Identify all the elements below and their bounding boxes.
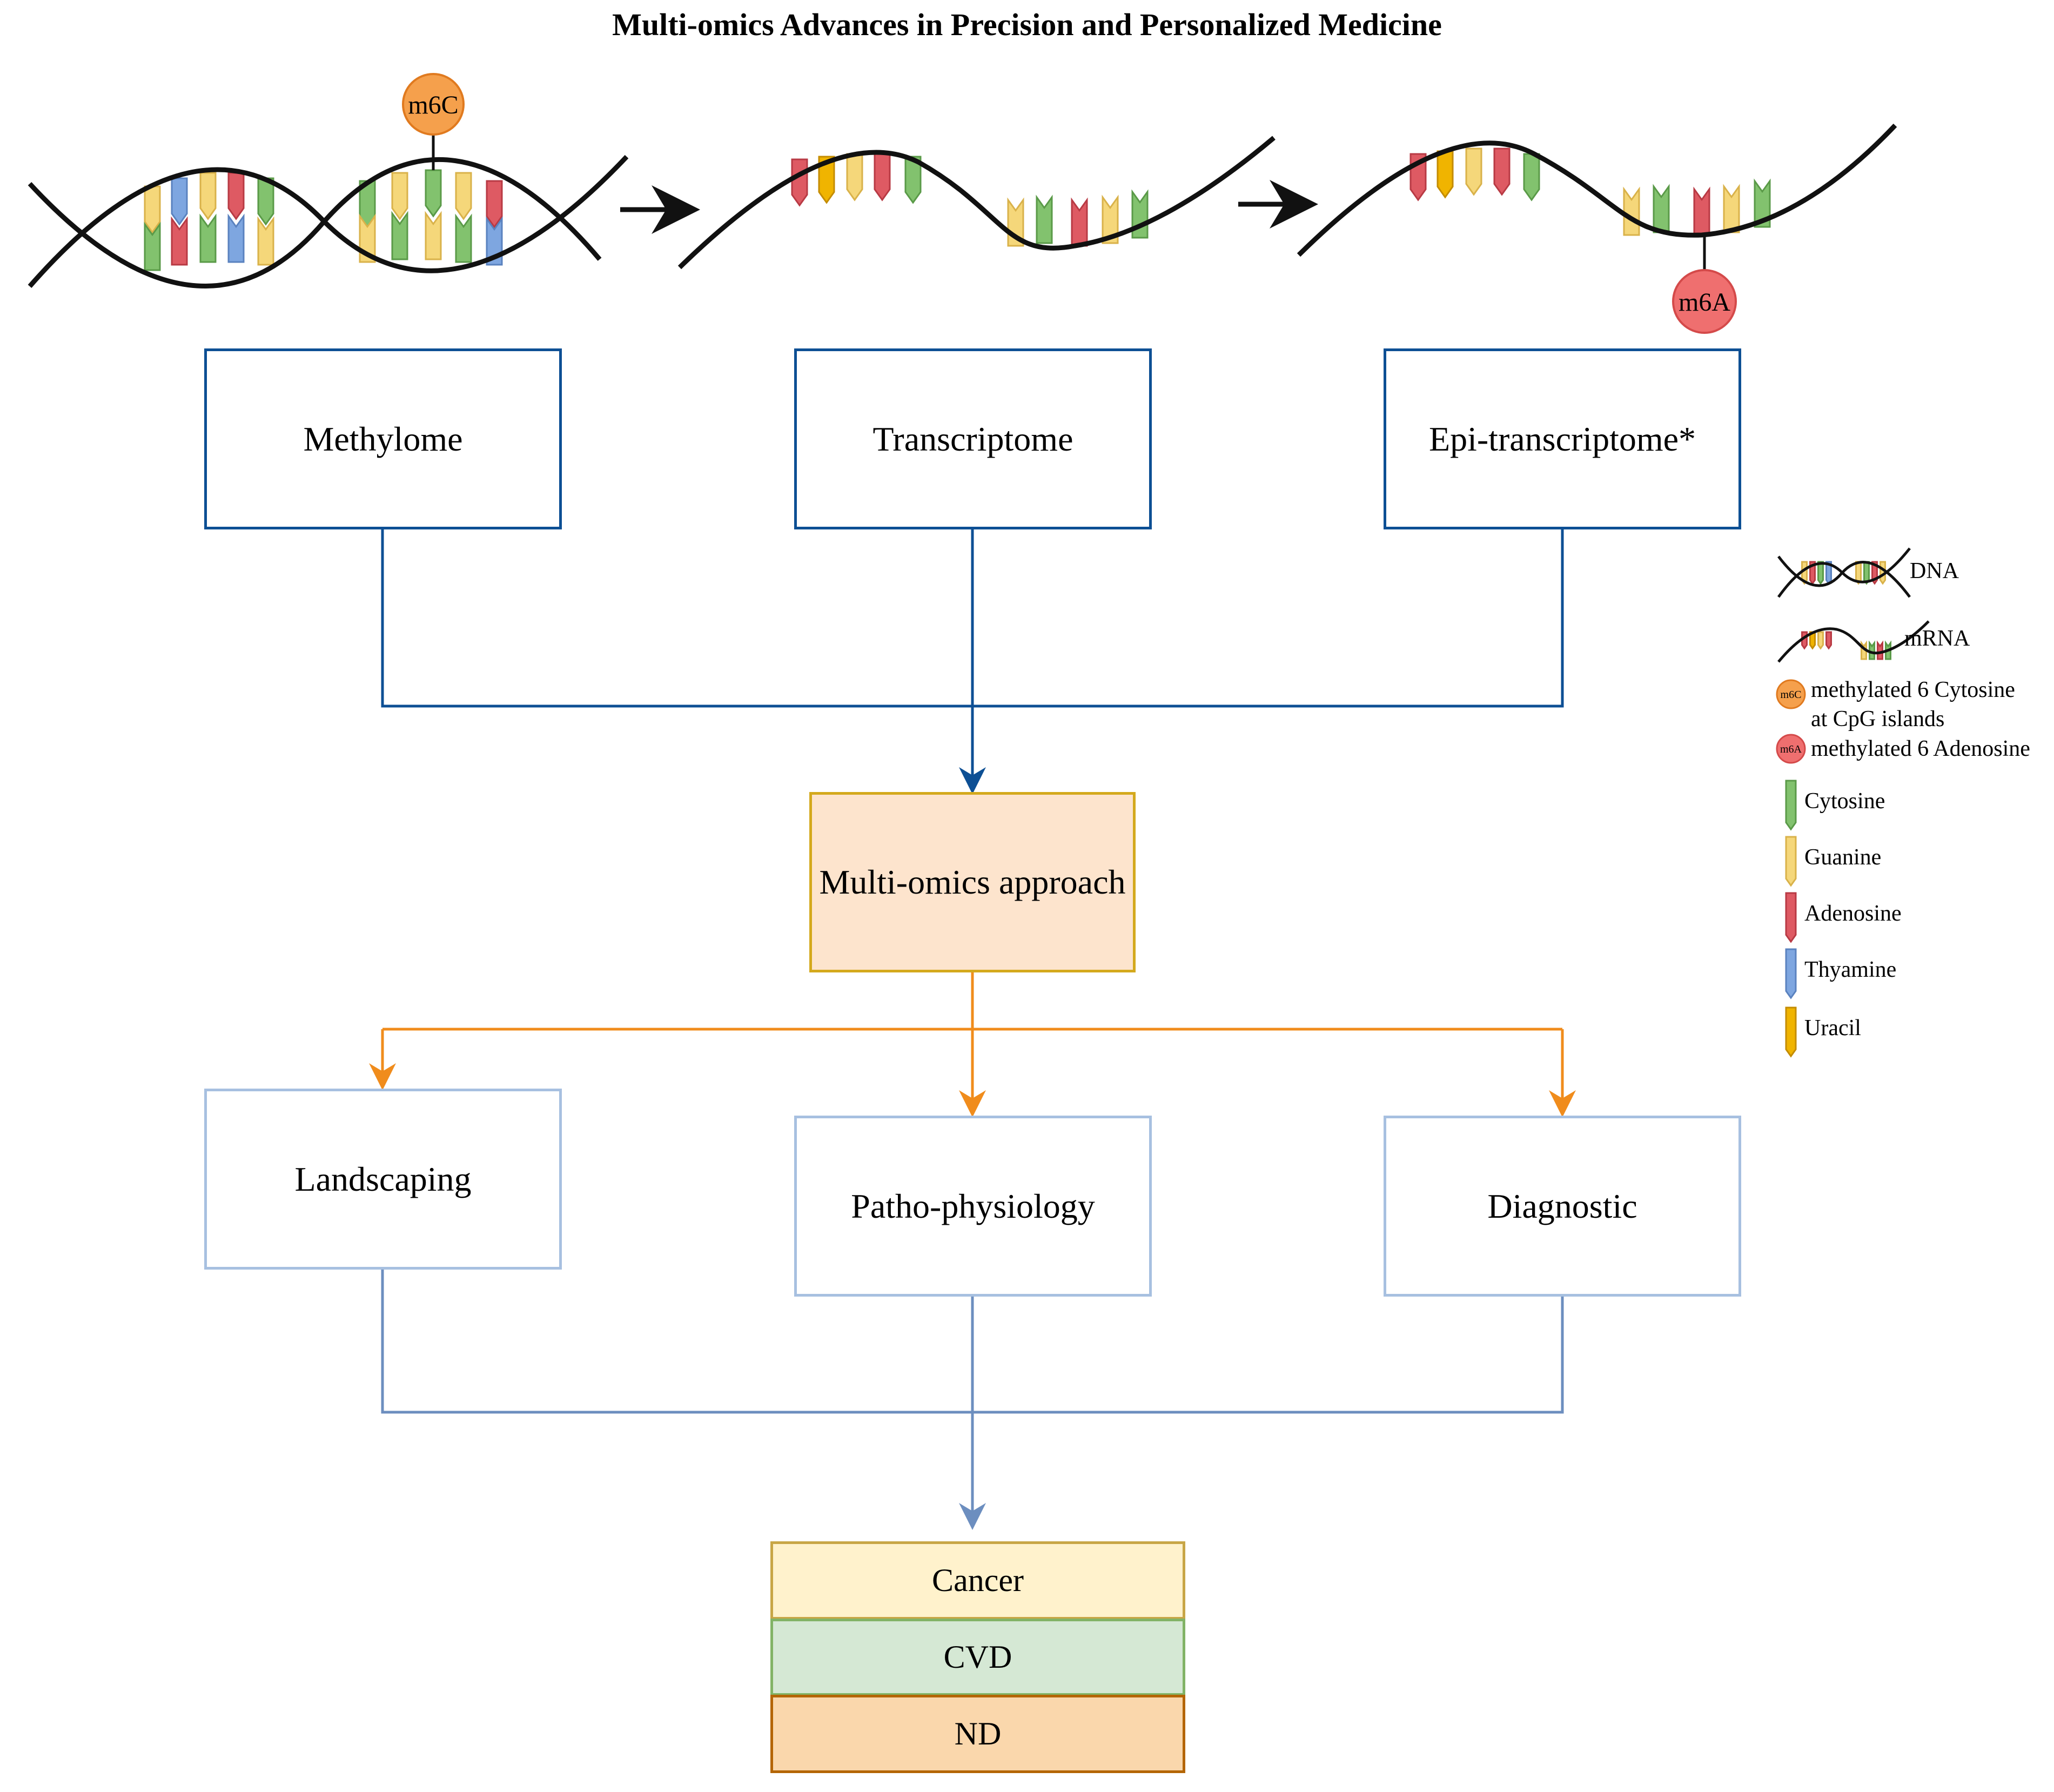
cancer-box: Cancer [770, 1541, 1185, 1620]
dna-base-bottom [257, 216, 274, 266]
m6c-badge-label: m6C [408, 91, 458, 119]
mrna-base [1102, 194, 1119, 244]
dna-base-top [199, 172, 217, 220]
uracil-swatch [1785, 1006, 1797, 1058]
dna-base-bottom [455, 213, 472, 263]
adenosine-swatch [1785, 892, 1797, 943]
legend-uracil-label: Uracil [1804, 1016, 1861, 1041]
transcriptome-label: Transcriptome [872, 419, 1073, 458]
mrna-base [1693, 186, 1710, 236]
legend-mrna-base [1869, 640, 1875, 660]
nd-box: ND [770, 1695, 1185, 1773]
dna-base-top [425, 169, 442, 218]
dna-base-top [171, 177, 188, 226]
cytosine-swatch [1785, 780, 1797, 831]
dna-helix-icon: m6C [28, 73, 629, 289]
mrna-base [1723, 184, 1740, 233]
mrna-base [791, 158, 808, 207]
m6a-badge-label: m6A [1679, 288, 1730, 317]
legend-dna-label: DNA [1910, 559, 1959, 583]
methylated-mrna-strand-icon: m6A [1297, 123, 1897, 334]
dna-base-bottom [199, 213, 217, 263]
methylome-box: Methylome [204, 348, 562, 529]
dna-base-top [391, 172, 408, 220]
pathophysiology-label: Patho-physiology [851, 1186, 1095, 1225]
legend-guanine-label: Guanine [1804, 845, 1882, 870]
mrna-base [1653, 184, 1670, 233]
cvd-box: CVD [770, 1619, 1185, 1696]
legend-mrna-label: mRNA [1904, 626, 1970, 651]
pathophysiology-box: Patho-physiology [794, 1116, 1152, 1297]
diagnostic-label: Diagnostic [1487, 1186, 1637, 1225]
dna-base-top [144, 185, 161, 234]
legend-icons: m6C m6A [1776, 547, 1930, 1058]
dna-base-top [257, 177, 274, 226]
dna-base-bottom [171, 216, 188, 266]
mrna-base [1623, 186, 1640, 236]
methylome-label: Methylome [303, 419, 463, 458]
legend-thyamine-label: Thyamine [1804, 957, 1897, 982]
mrna-base [1493, 147, 1511, 196]
legend-m6a-badge-label: m6A [1780, 743, 1802, 755]
transcriptome-box: Transcriptome [794, 348, 1152, 529]
dna-base-bottom [144, 222, 161, 271]
mrna-base [818, 156, 835, 204]
approach-connectors [369, 972, 1576, 1117]
thyamine-swatch [1785, 948, 1797, 999]
mrna-base [874, 153, 891, 202]
dna-base-top [227, 172, 245, 220]
omics-connectors [381, 529, 1564, 794]
guanine-swatch [1785, 836, 1797, 887]
diagram-title: Multi-omics Advances in Precision and Pe… [612, 7, 1442, 42]
diagnostic-box: Diagnostic [1384, 1116, 1741, 1297]
legend-mrna-base [1877, 640, 1883, 660]
multiomics-approach-label: Multi-omics approach [819, 863, 1126, 901]
multiomics-approach-box: Multi-omics approach [809, 792, 1136, 972]
dna-base-top [486, 180, 503, 229]
legend-mrna-base [1825, 631, 1832, 650]
mrna-base [1523, 153, 1540, 202]
cvd-label: CVD [943, 1639, 1012, 1675]
dna-base-bottom [425, 211, 442, 260]
landscaping-box: Landscaping [204, 1089, 562, 1270]
legend-adenosine-label: Adenosine [1804, 901, 1902, 926]
outcome-connectors [381, 1270, 1564, 1530]
dna-base-bottom [227, 213, 245, 263]
mrna-base [1437, 150, 1454, 199]
mrna-base [1465, 147, 1482, 196]
nd-label: ND [954, 1716, 1002, 1751]
mrna-base [904, 156, 922, 204]
mrna-base [846, 153, 863, 202]
mrna-base [1071, 197, 1088, 247]
epitranscriptome-label: Epi-transcriptome* [1428, 419, 1696, 458]
cancer-label: Cancer [932, 1562, 1024, 1598]
landscaping-label: Landscaping [294, 1159, 472, 1198]
legend-m6a-label: methylated 6 Adenosine [1811, 736, 2030, 761]
legend-m6c-badge-label: m6C [1781, 689, 1802, 701]
legend-cytosine-label: Cytosine [1804, 789, 1885, 814]
mrna-base [1036, 194, 1053, 244]
dna-base-top [455, 172, 472, 220]
legend-dna-base [1817, 561, 1824, 585]
epitranscriptome-box: Epi-transcriptome* [1384, 348, 1741, 529]
legend-m6c-label-line1: methylated 6 Cytosine [1811, 677, 2015, 702]
m6c-badge: m6C [402, 73, 465, 136]
legend-m6c-label-line2: at CpG islands [1811, 707, 1945, 731]
m6a-badge: m6A [1672, 269, 1737, 334]
legend-mrna-base [1817, 631, 1824, 650]
mrna-strand-icon [677, 136, 1276, 270]
dna-base-bottom [391, 211, 408, 260]
mrna-base [1754, 178, 1771, 228]
